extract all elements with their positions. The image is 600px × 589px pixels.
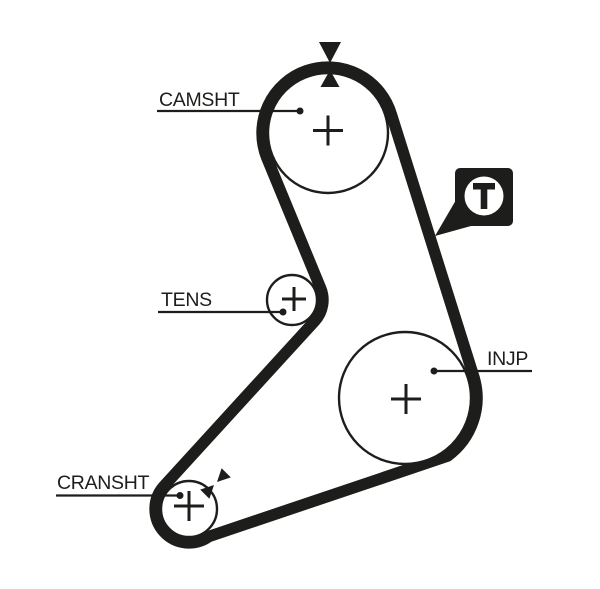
tensioner-leader-dot	[279, 308, 287, 316]
camshaft-pulley	[266, 71, 390, 195]
tensioner-pulley	[265, 273, 319, 327]
belt-path	[149, 61, 483, 549]
injection-pump-label: INJP	[430, 348, 532, 375]
injection-pump-pulley	[337, 330, 473, 466]
tensioner-label-text: TENS	[161, 289, 212, 311]
tensioner-center-cross	[282, 287, 306, 311]
crankshaft-timing-marks	[200, 468, 231, 499]
timing-mark-up-triangle-icon	[320, 70, 340, 87]
camshaft-leader-dot	[296, 107, 304, 115]
camshaft-label-text: CAMSHT	[159, 89, 240, 111]
tensioner-label: TENS	[158, 289, 287, 316]
crankshaft-label: CRANSHT	[56, 472, 184, 499]
crankshaft-label-text: CRANSHT	[57, 472, 150, 494]
t-badge	[435, 168, 513, 236]
crankshaft-leader-dot	[176, 492, 184, 499]
injection-pump-label-text: INJP	[487, 348, 528, 370]
timing-belt	[149, 61, 483, 549]
crankshaft-center-cross	[174, 491, 204, 521]
injection-pump-center-cross	[391, 384, 421, 414]
camshaft-label: CAMSHT	[157, 89, 304, 115]
timing-mark-inner-triangle-icon	[200, 485, 214, 499]
camshaft-center-cross	[313, 115, 343, 146]
timing-mark-outer-triangle-icon	[217, 468, 231, 482]
camshaft-timing-marks	[319, 42, 341, 87]
injection-pump-leader-dot	[430, 367, 438, 375]
t-badge-letter-icon	[473, 183, 495, 209]
timing-mark-down-triangle-icon	[319, 42, 341, 63]
t-badge-tail	[435, 200, 471, 236]
